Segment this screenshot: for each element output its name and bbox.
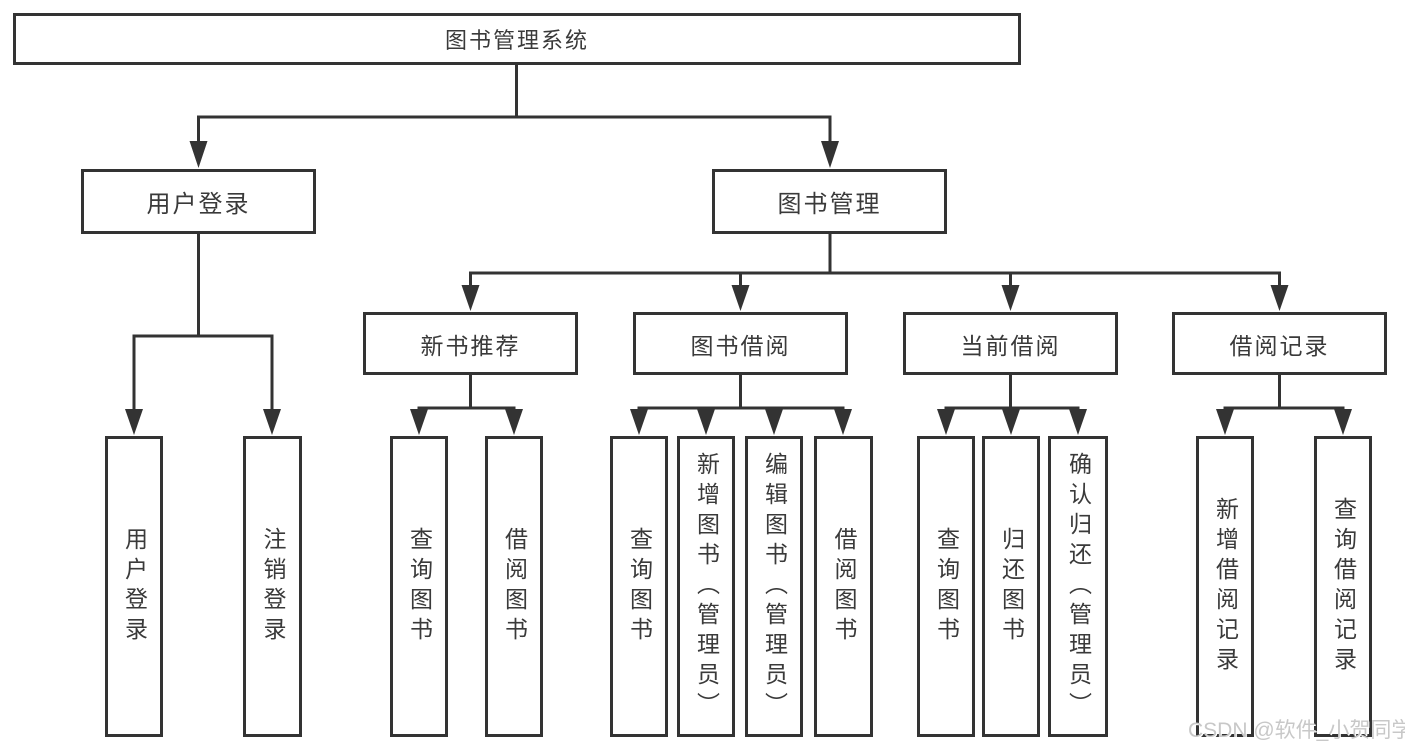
edge-currentborrow-branch [944, 406, 1080, 410]
csdn-watermark: CSDN @软件_小贺同学 [1188, 719, 1405, 742]
arrow-to-borrow-records [1270, 285, 1289, 311]
arrow-leaf-logout [263, 409, 281, 435]
leaf-label-borrow-edit-books-admin: 编辑图书（管理员） [761, 451, 788, 722]
arrow-leaf-bb-edit [765, 409, 783, 435]
edge-newbook-branch [417, 406, 516, 410]
node-book-borrow: 图书借阅 [633, 312, 848, 375]
leaf-current-return-books: 归还图书 [982, 436, 1040, 737]
arrow-leaf-nb-borrow [505, 409, 523, 435]
connector-paths [132, 65, 1345, 410]
arrow-to-new-book [461, 285, 480, 311]
node-label-borrow-records: 借阅记录 [1229, 332, 1330, 359]
arrow-to-book-mgmt [821, 141, 839, 168]
leaf-logout-login: 注销登录 [243, 436, 302, 737]
leaf-current-query-books: 查询图书 [917, 436, 975, 737]
leaf-label-current-return-books: 归还图书 [998, 526, 1025, 647]
node-user-login: 用户登录 [81, 169, 316, 234]
arrow-leaf-br-add [1216, 409, 1234, 435]
leaf-borrow-add-books-admin: 新增图书（管理员） [677, 436, 735, 737]
node-label-current-borrow: 当前借阅 [960, 332, 1061, 359]
leaf-current-confirm-return-admin: 确认归还（管理员） [1048, 436, 1108, 737]
leaf-label-records-query-borrow-record: 查询借阅记录 [1330, 496, 1357, 677]
arrow-leaf-bb-add [697, 409, 715, 435]
edge-level2-branch [469, 271, 1281, 285]
leaf-records-query-borrow-record: 查询借阅记录 [1314, 436, 1372, 737]
node-label-book-management: 图书管理 [777, 191, 882, 218]
leaf-label-current-query-books: 查询图书 [933, 526, 960, 647]
leaf-label-records-add-borrow-record: 新增借阅记录 [1212, 496, 1239, 677]
leaf-label-logout-login: 注销登录 [260, 526, 286, 647]
leaf-label-borrow-query-books: 查询图书 [626, 526, 653, 647]
edge-userlogin-branch [132, 334, 274, 409]
node-book-management: 图书管理 [712, 169, 947, 234]
node-library-management-system: 图书管理系统 [13, 13, 1021, 65]
arrow-to-current-borrow [1001, 285, 1020, 311]
arrow-to-user-login [189, 141, 208, 168]
arrow-leaf-br-query [1334, 409, 1352, 435]
node-new-book-recommend: 新书推荐 [363, 312, 578, 375]
leaf-label-user-login: 用户登录 [121, 526, 148, 647]
arrow-leaf-bb-borrow [834, 409, 852, 435]
arrowheads [125, 141, 1352, 435]
leaf-records-add-borrow-record: 新增借阅记录 [1196, 436, 1254, 737]
edge-level1-branch [197, 115, 832, 141]
arrow-leaf-cb-confirm [1069, 409, 1087, 435]
leaf-label-newbook-query-books: 查询图书 [406, 526, 433, 647]
arrow-to-book-borrow [731, 285, 750, 311]
leaf-borrow-query-books: 查询图书 [610, 436, 668, 737]
leaf-borrow-edit-books-admin: 编辑图书（管理员） [745, 436, 803, 737]
node-label-user-login: 用户登录 [146, 191, 251, 218]
leaf-newbook-borrow-books: 借阅图书 [485, 436, 543, 737]
leaf-user-login: 用户登录 [105, 436, 163, 737]
node-label-root: 图书管理系统 [444, 28, 589, 53]
leaf-label-borrow-add-books-admin: 新增图书（管理员） [693, 451, 720, 722]
edge-bookborrow-branch [637, 406, 845, 410]
arrow-leaf-cb-return [1002, 409, 1020, 435]
edge-records-branch [1223, 406, 1345, 410]
leaf-borrow-borrow-books: 借阅图书 [814, 436, 873, 737]
arrow-leaf-bb-query [630, 409, 648, 435]
node-label-book-borrow: 图书借阅 [690, 332, 791, 359]
node-current-borrow: 当前借阅 [903, 312, 1118, 375]
arrow-leaf-cb-query [937, 409, 955, 435]
arrow-leaf-login [125, 409, 143, 435]
arrow-leaf-nb-query [410, 409, 428, 435]
leaf-label-borrow-borrow-books: 借阅图书 [831, 526, 857, 647]
node-borrow-records: 借阅记录 [1172, 312, 1387, 375]
leaf-label-current-confirm-return-admin: 确认归还（管理员） [1065, 451, 1092, 722]
leaf-label-newbook-borrow-books: 借阅图书 [501, 526, 528, 647]
leaf-newbook-query-books: 查询图书 [390, 436, 448, 737]
node-label-new-book-recommend: 新书推荐 [420, 332, 521, 359]
